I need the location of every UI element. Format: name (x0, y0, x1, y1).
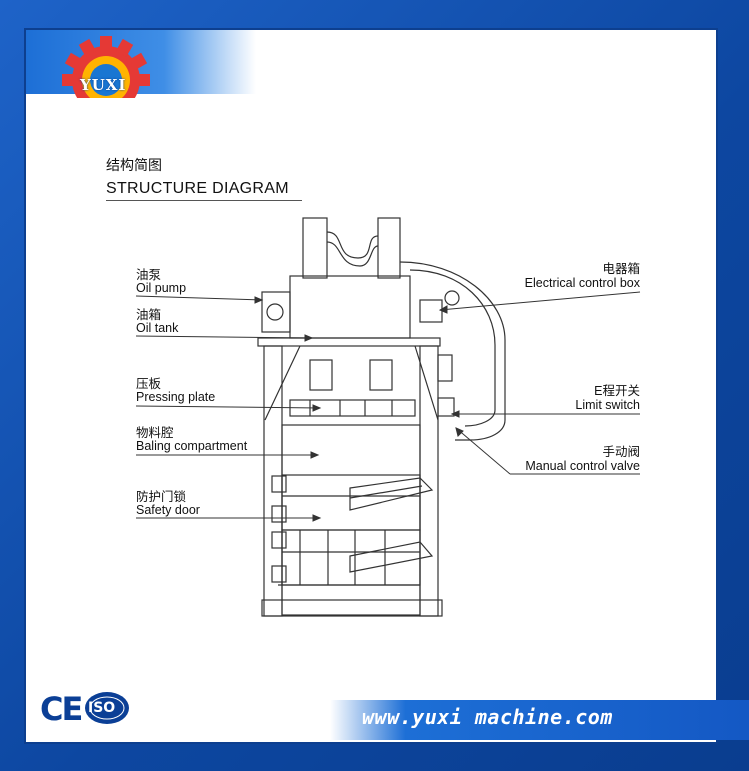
label-pressing-plate-en: Pressing plate (136, 390, 216, 404)
label-manual-valve-cn: 手动阀 (602, 445, 640, 459)
label-oil-tank-en: Oil tank (136, 321, 179, 335)
label-oil-pump-en: Oil pump (136, 281, 187, 295)
label-pressing-plate-cn: 压板 (136, 377, 162, 391)
website-url[interactable]: www.yuxi machine.com (362, 705, 613, 729)
title-underline (106, 200, 302, 201)
footer-band (330, 700, 749, 740)
label-limit-switch-cn: E程开关 (594, 384, 640, 398)
label-oil-tank-cn: 油箱 (136, 308, 162, 322)
diagram-title-en: STRUCTURE DIAGRAM (106, 180, 289, 197)
white-panel (26, 30, 716, 742)
iso-badge-icon (85, 692, 129, 724)
iso-badge-text: ISO (88, 700, 116, 716)
label-electrical-box-en: Electrical control box (524, 276, 640, 290)
label-baling-compartment-en: Baling compartment (136, 439, 248, 453)
yuxi-logo-icon (62, 36, 150, 98)
label-safety-door-en: Safety door (136, 503, 200, 517)
logo-text: YUXI (80, 76, 127, 94)
label-manual-valve-en: Manual control valve (525, 459, 640, 473)
label-limit-switch-en: Limit switch (575, 398, 640, 412)
label-baling-compartment-cn: 物料腔 (136, 426, 174, 440)
diagram-title-cn: 结构简图 (106, 157, 162, 173)
label-electrical-box-cn: 电器箱 (602, 262, 640, 276)
ce-mark-icon: CE (40, 690, 83, 728)
label-oil-pump-cn: 油泵 (136, 268, 162, 282)
label-safety-door-cn: 防护门锁 (136, 490, 187, 504)
